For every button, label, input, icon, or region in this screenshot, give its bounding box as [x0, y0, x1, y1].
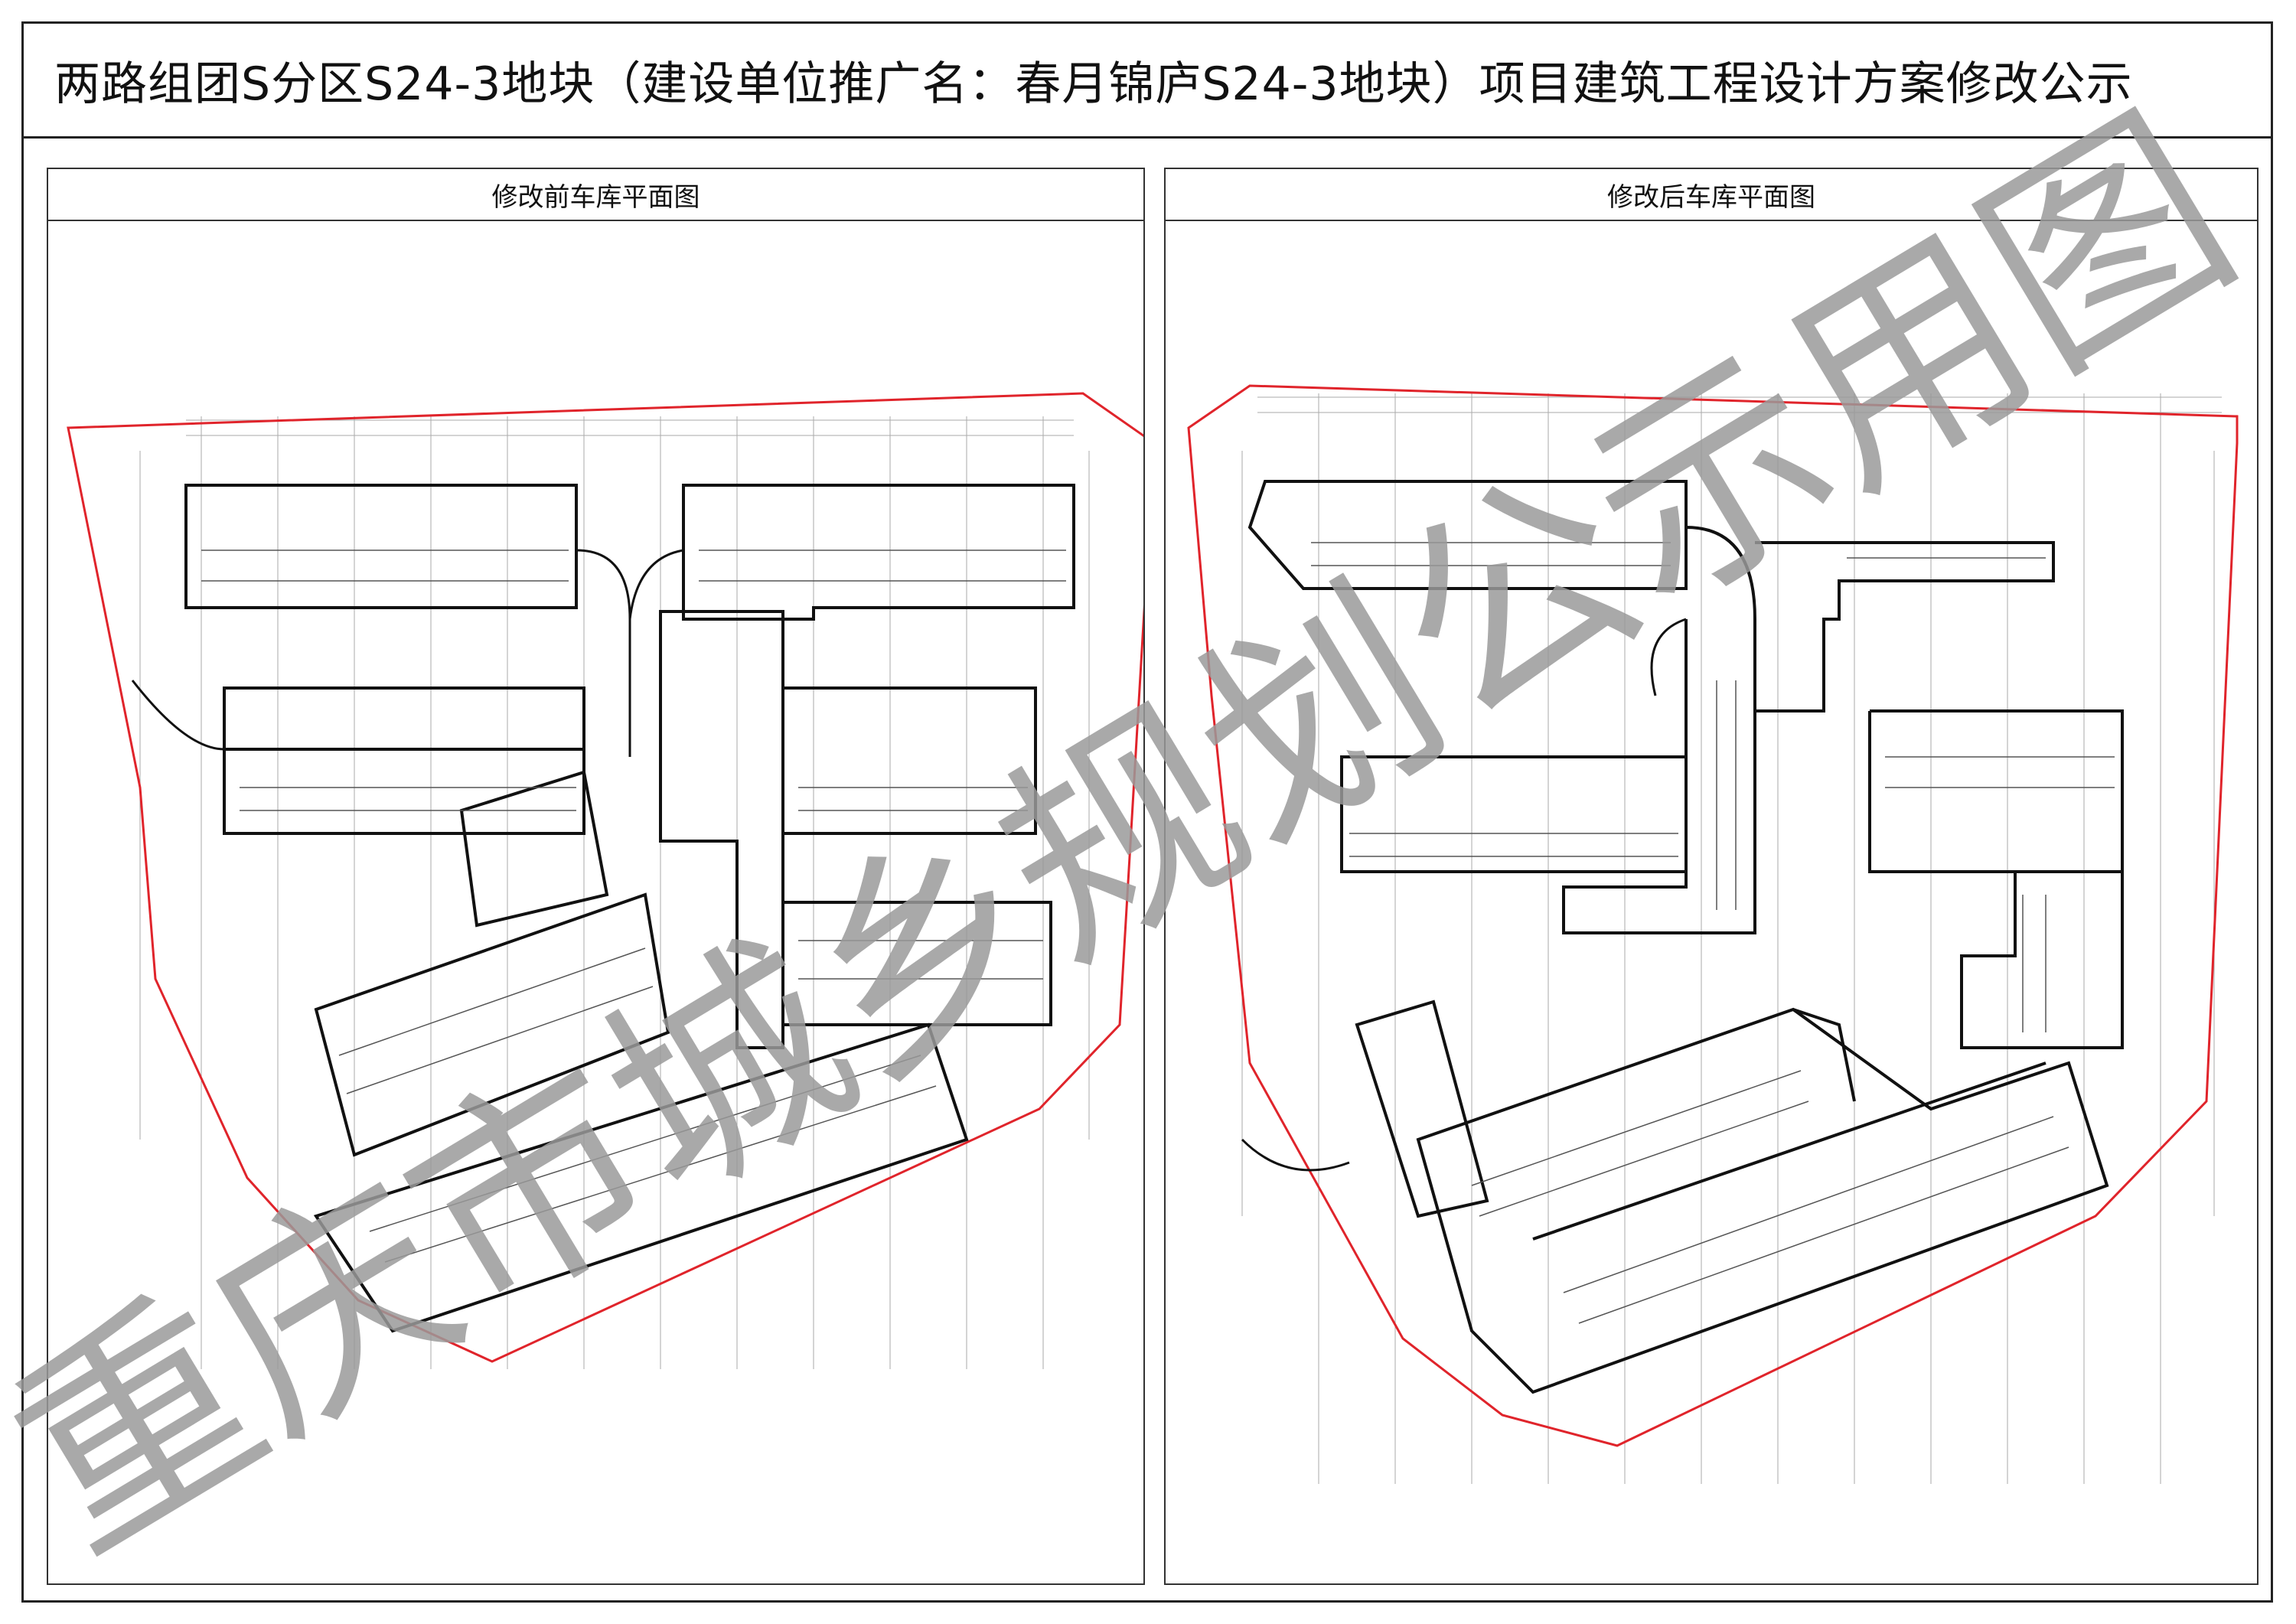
panel-before: 修改前车库平面图 — [47, 168, 1145, 1585]
panel-before-label: 修改前车库平面图 — [491, 181, 700, 213]
plan-after-grid — [1241, 393, 2222, 1484]
title-bar: 两路组团S分区S24-3地块（建设单位推广名：春月锦庐S24-3地块）项目建筑工… — [24, 24, 2271, 139]
panel-after-label: 修改后车库平面图 — [1607, 181, 1815, 213]
plan-after-walls — [1247, 480, 2124, 1394]
plan-after-ramps — [1241, 618, 1687, 1172]
plan-after-drawing — [1187, 384, 2239, 1484]
drawing-sheet: 两路组团S分区S24-3地块（建设单位推广名：春月锦庐S24-3地块）项目建筑工… — [21, 21, 2273, 1603]
site-boundary-before — [67, 392, 1143, 1363]
plan-before-stalls — [201, 549, 1066, 1263]
plan-after-stalls — [1311, 542, 2115, 1324]
page-title: 两路组团S分区S24-3地块（建设单位推广名：春月锦庐S24-3地块）项目建筑工… — [54, 57, 2133, 111]
plan-before-ramps — [131, 549, 684, 757]
panel-before-header: 修改前车库平面图 — [48, 169, 1143, 221]
panel-after: 修改后车库平面图 — [1164, 168, 2258, 1585]
site-boundary-after — [1187, 384, 2239, 1447]
plan-before-walls — [184, 484, 1075, 1333]
plan-before-grid — [139, 416, 1090, 1369]
plan-before-drawing — [67, 392, 1143, 1369]
panel-after-header: 修改后车库平面图 — [1166, 169, 2257, 221]
